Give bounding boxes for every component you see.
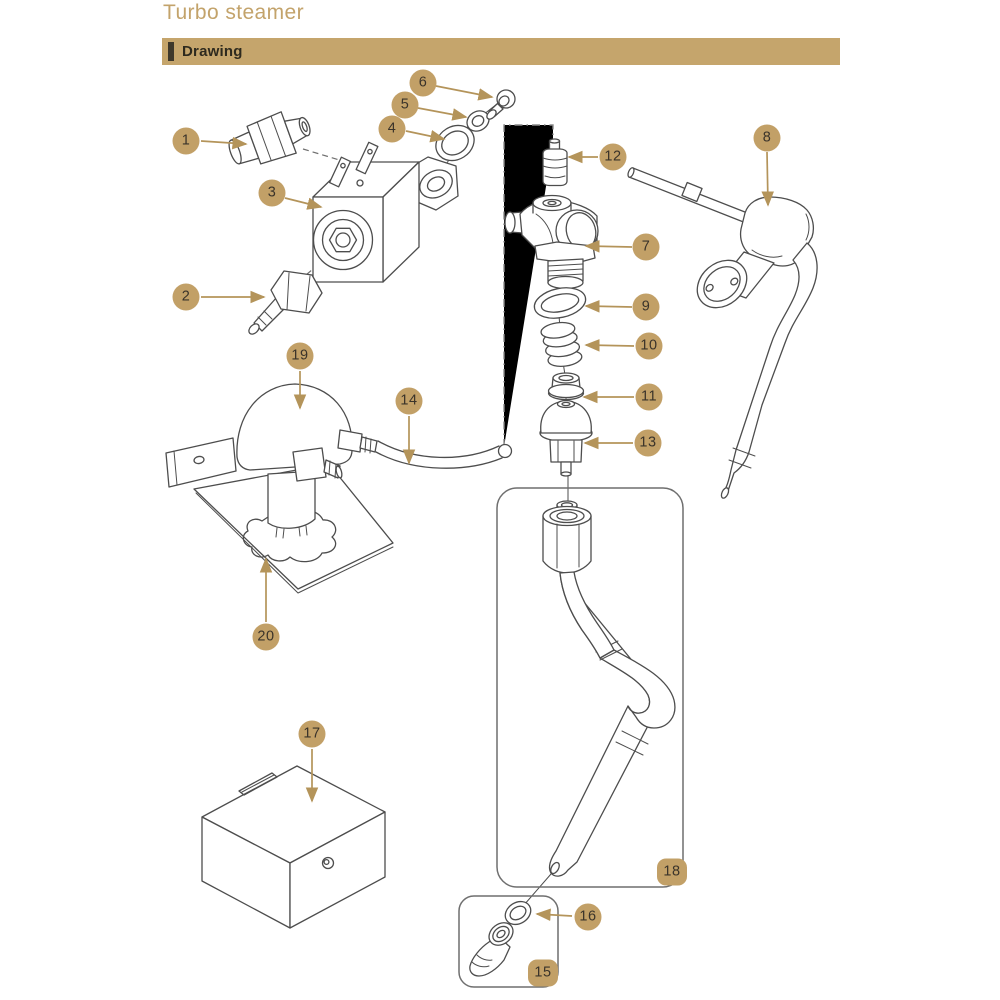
part-callout-4: 4: [378, 115, 406, 143]
part-17-cover-box: [201, 765, 386, 929]
section-header-bar: Drawing: [162, 38, 840, 65]
part-callout-3: 3: [258, 179, 286, 207]
part-callout-10: 10: [635, 332, 663, 360]
part-callout-13: 13: [634, 429, 662, 457]
part-callout-16: 16: [574, 903, 602, 931]
part-callout-8: 8: [753, 124, 781, 152]
part-callout-6: 6: [409, 69, 437, 97]
part-14-silicone-hose: [375, 440, 513, 469]
part-callout-9: 9: [632, 293, 660, 321]
part-18-steam-pipe: [542, 500, 676, 877]
part-1-fitting: [228, 111, 311, 165]
part-callout-12: 12: [599, 143, 627, 171]
part-9-o-ring: [533, 287, 587, 319]
part-16-o-ring: [504, 900, 532, 926]
part-callout-1: 1: [172, 127, 200, 155]
part-callout-2: 2: [172, 283, 200, 311]
part-callout-17: 17: [298, 720, 326, 748]
part-2-barb-fitting: [248, 270, 323, 335]
part-10-spring: [540, 321, 583, 368]
part-callout-20: 20: [252, 623, 280, 651]
part-12-check-valve: [542, 138, 568, 187]
part-15-nozzle: [469, 922, 514, 977]
part-8-steam-wand: [627, 167, 818, 499]
callout-leader-arrows: [200, 85, 775, 922]
part-11-bushing: [547, 372, 585, 401]
part-callout-7: 7: [632, 233, 660, 261]
part-6-screw: [486, 89, 516, 120]
part-13-valve-poppet: [539, 399, 593, 477]
detail-box-18: [496, 487, 684, 888]
part-callout-14: 14: [395, 387, 423, 415]
part-3-solenoid-coil: [312, 141, 420, 283]
page-title: Turbo steamer: [163, 1, 304, 24]
part-callout-19: 19: [286, 342, 314, 370]
section-accent-mark: [168, 42, 174, 61]
part-callout-5: 5: [391, 91, 419, 119]
part-callout-11: 11: [635, 383, 663, 411]
section-title: Drawing: [182, 43, 243, 60]
part-19-dome-unit: [236, 383, 378, 539]
detail-box-15: [458, 895, 559, 988]
part-callout-15: 15: [528, 959, 558, 987]
part-callout-18: 18: [657, 858, 687, 886]
